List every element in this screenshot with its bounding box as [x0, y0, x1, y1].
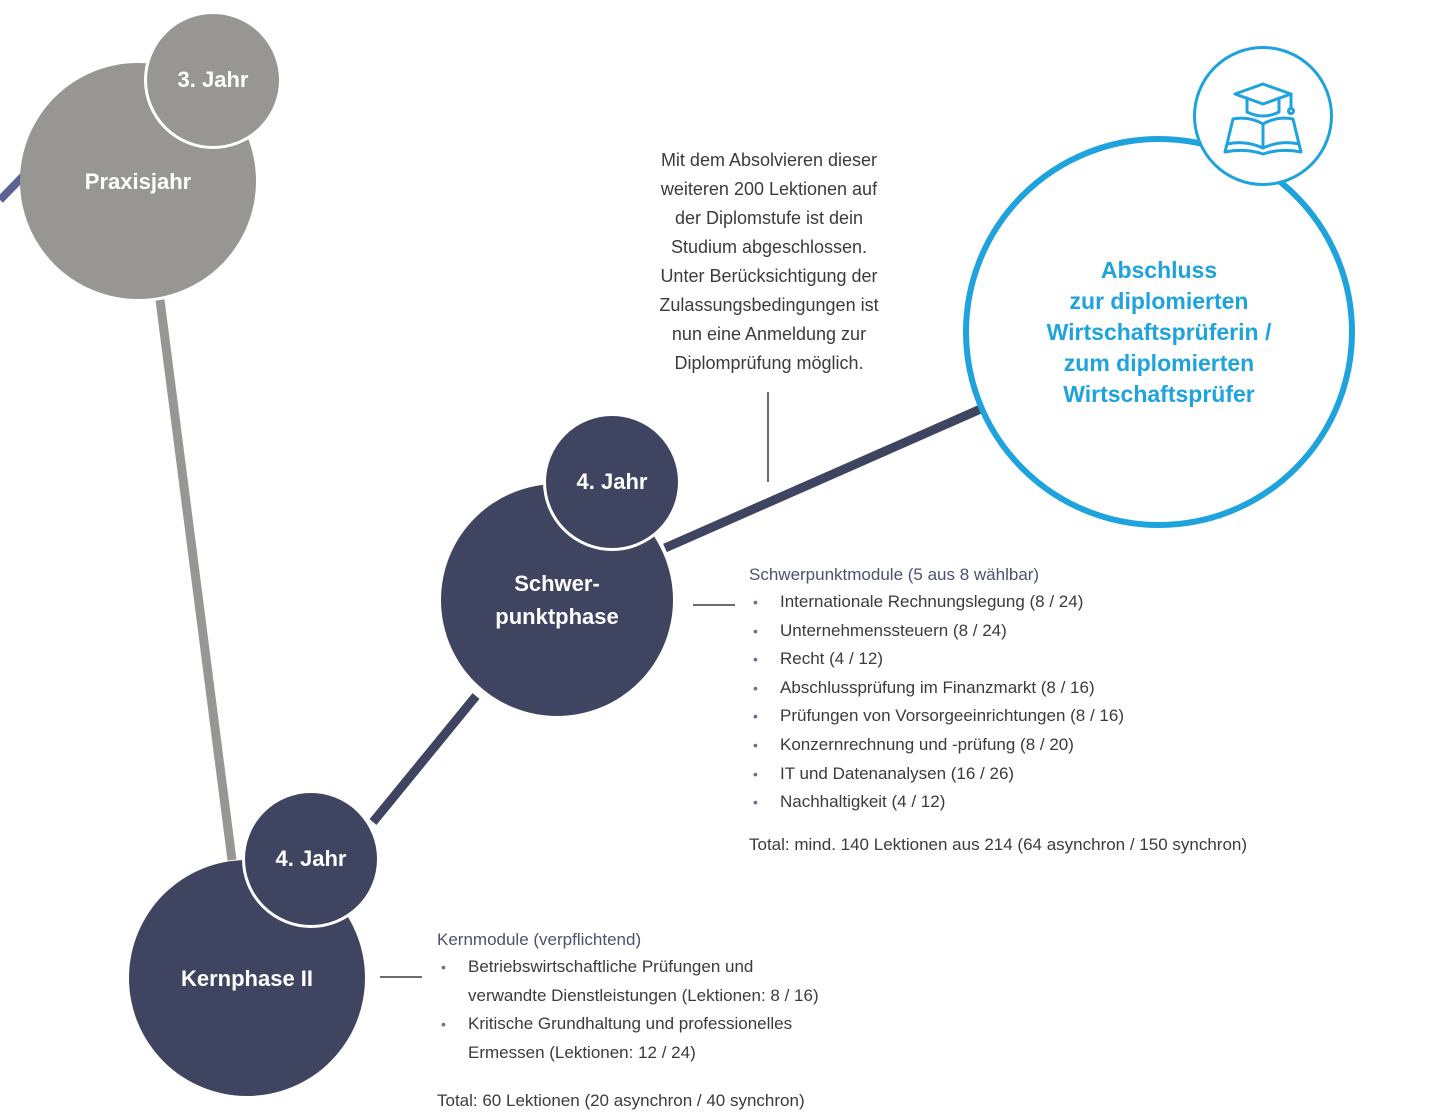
bullet-icon: •	[753, 765, 758, 782]
list-item: •Kritische Grundhaltung und professionel…	[437, 1010, 957, 1067]
list-item: •Konzernrechnung und -prüfung (8 / 20)	[749, 731, 1409, 760]
kern-modules-block: Kernmodule (verpflichtend) •Betriebswirt…	[437, 930, 957, 1111]
connector-kernphase-to-schwerpunkt	[369, 693, 480, 825]
list-item: •Prüfungen von Vorsorgeeinrichtungen (8 …	[749, 702, 1409, 731]
kern-modules-heading: Kernmodule (verpflichtend)	[437, 930, 642, 949]
abschluss-label: Abschluss zur diplomierten Wirtschaftspr…	[1046, 256, 1272, 407]
graduation-cap-book-icon	[1193, 46, 1333, 186]
list-item: •Recht (4 / 12)	[749, 645, 1409, 674]
bullet-icon: •	[753, 794, 758, 811]
list-item: •Internationale Rechnungslegung (8 / 24)	[749, 588, 1409, 617]
schwerpunktphase-year-label: 4. Jahr	[576, 469, 648, 494]
bullet-icon: •	[441, 1016, 446, 1033]
schwerpunktphase-year-badge: 4. Jahr	[543, 413, 681, 551]
schwerpunkt-modules-block: Schwerpunktmodule (5 aus 8 wählbar) •Int…	[749, 565, 1409, 855]
schwerpunktphase-circle: Schwer- punktphase	[441, 484, 673, 716]
list-item: •Nachhaltigkeit (4 / 12)	[749, 788, 1409, 817]
bullet-icon: •	[753, 708, 758, 725]
connector-schwerpunkt-to-abschluss	[663, 399, 994, 553]
list-item: •Betriebswirtschaftliche Prüfungen und v…	[437, 953, 957, 1010]
schwerpunkt-modules-list: •Internationale Rechnungslegung (8 / 24)…	[749, 588, 1409, 817]
bullet-icon: •	[441, 959, 446, 975]
list-item: •IT und Datenanalysen (16 / 26)	[749, 760, 1409, 789]
praxisjahr-year-badge: 3. Jahr	[144, 11, 282, 149]
praxisjahr-year-label: 3. Jahr	[177, 67, 249, 92]
bullet-icon: •	[753, 679, 758, 696]
schwerpunktphase-label: Schwer- punktphase	[495, 571, 619, 629]
schwerpunkt-modules-total: Total: mind. 140 Lektionen aus 214 (64 a…	[749, 834, 1248, 854]
list-item: •Abschlussprüfung im Finanzmarkt (8 / 16…	[749, 674, 1409, 703]
kern-modules-list: •Betriebswirtschaftliche Prüfungen und v…	[437, 953, 957, 1067]
kern-modules-total: Total: 60 Lektionen (20 asynchron / 40 s…	[437, 1091, 805, 1111]
kernphase-year-badge: 4. Jahr	[242, 790, 380, 928]
bullet-icon: •	[753, 651, 758, 668]
bullet-icon: •	[753, 594, 758, 610]
kernphase-year-label: 4. Jahr	[275, 846, 347, 871]
bullet-icon: •	[753, 622, 758, 639]
connector-praxisjahr-to-kernphase	[155, 299, 237, 861]
diploma-note: Mit dem Absolvieren dieser weiteren 200 …	[659, 150, 879, 373]
schwerpunkt-modules-heading: Schwerpunktmodule (5 aus 8 wählbar)	[749, 565, 1040, 584]
kernphase-label: Kernphase II	[180, 965, 314, 991]
praxisjahr-label: Praxisjahr	[84, 168, 192, 194]
bullet-icon: •	[753, 736, 758, 753]
list-item: •Unternehmenssteuern (8 / 24)	[749, 617, 1409, 646]
abschluss-circle: Abschluss zur diplomierten Wirtschaftspr…	[963, 136, 1355, 528]
